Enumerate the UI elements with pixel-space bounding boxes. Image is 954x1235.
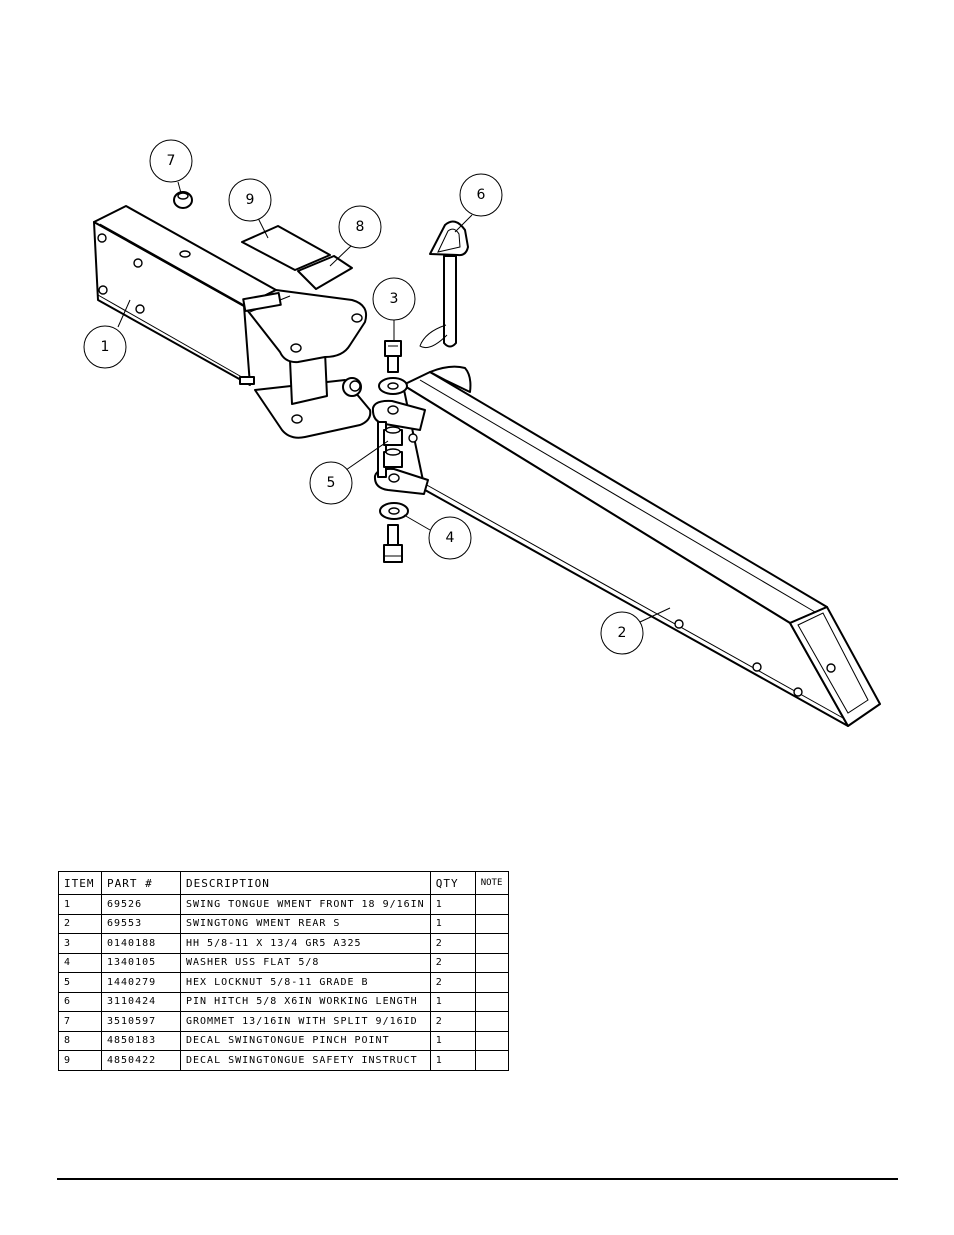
svg-text:7: 7 <box>167 153 176 169</box>
balloon-6: 6 <box>459 173 503 217</box>
svg-text:3: 3 <box>390 291 399 307</box>
cell-item: 7 <box>58 1011 102 1032</box>
front-tongue-weldment <box>93 205 372 439</box>
cell-note <box>474 1030 509 1051</box>
col-header-description: DESCRIPTION <box>180 871 431 895</box>
cell-qty: 1 <box>429 991 476 1012</box>
cell-part: 3110424 <box>101 991 181 1012</box>
cell-qty: 1 <box>429 1050 476 1071</box>
decal-pinch-point <box>297 255 353 290</box>
svg-text:2: 2 <box>618 625 627 641</box>
rear-tongue-weldment <box>371 365 881 727</box>
cell-qty: 1 <box>429 894 476 915</box>
col-header-item: ITEM <box>58 871 102 895</box>
cell-description: DECAL SWINGTONGUE PINCH POINT <box>180 1030 431 1051</box>
cell-description: DECAL SWINGTONGUE SAFETY INSTRUCT <box>180 1050 431 1071</box>
hex-bolt-upper <box>384 340 402 373</box>
cell-item: 8 <box>58 1030 102 1051</box>
cell-note <box>474 894 509 915</box>
hex-bolt-lower <box>383 524 403 563</box>
cell-note <box>474 972 509 993</box>
cell-description: HH 5/8-11 X 13/4 GR5 A325 <box>180 933 431 954</box>
svg-text:9: 9 <box>246 192 255 208</box>
balloon-5: 5 <box>309 461 353 505</box>
col-header-qty: QTY <box>429 871 476 895</box>
cell-note <box>474 952 509 973</box>
balloon-1: 1 <box>83 325 127 369</box>
hitch-pin <box>419 220 469 349</box>
balloon-9: 9 <box>228 178 272 222</box>
washer-upper <box>378 377 408 395</box>
cell-item: 4 <box>58 952 102 973</box>
cell-part: 4850422 <box>101 1050 181 1071</box>
cell-note <box>474 933 509 954</box>
cell-item: 3 <box>58 933 102 954</box>
cell-note <box>474 913 509 934</box>
balloon-3: 3 <box>372 277 416 321</box>
cell-part: 4850183 <box>101 1030 181 1051</box>
cell-description: SWING TONGUE WMENT FRONT 18 9/16IN <box>180 894 431 915</box>
cell-item: 2 <box>58 913 102 934</box>
exploded-assembly-drawing: 1 2 3 4 5 6 7 8 9 <box>83 139 881 727</box>
hex-locknut-upper <box>383 426 403 446</box>
hex-locknut-lower <box>383 448 403 468</box>
cell-qty: 2 <box>429 952 476 973</box>
footer-rule <box>57 1178 898 1180</box>
cell-qty: 1 <box>429 913 476 934</box>
cell-part: 1440279 <box>101 972 181 993</box>
cell-part: 69526 <box>101 894 181 915</box>
cell-note <box>474 991 509 1012</box>
cell-item: 5 <box>58 972 102 993</box>
bom-header-row: ITEM PART # DESCRIPTION QTY NOTE <box>58 871 509 895</box>
cell-qty: 2 <box>429 1011 476 1032</box>
cell-qty: 2 <box>429 972 476 993</box>
cell-part: 1340105 <box>101 952 181 973</box>
balloon-7: 7 <box>149 139 193 183</box>
cell-item: 9 <box>58 1050 102 1071</box>
balloon-4: 4 <box>428 516 472 560</box>
cell-description: HEX LOCKNUT 5/8-11 GRADE B <box>180 972 431 993</box>
washer-lower <box>379 502 409 520</box>
cell-part: 69553 <box>101 913 181 934</box>
cell-item: 1 <box>58 894 102 915</box>
cell-description: SWINGTONG WMENT REAR S <box>180 913 431 934</box>
balloon-8: 8 <box>338 205 382 249</box>
cell-item: 6 <box>58 991 102 1012</box>
balloon-2: 2 <box>600 611 644 655</box>
cell-part: 0140188 <box>101 933 181 954</box>
svg-text:6: 6 <box>477 187 486 203</box>
cell-description: GROMMET 13/16IN WITH SPLIT 9/16ID <box>180 1011 431 1032</box>
cell-note <box>474 1011 509 1032</box>
cell-qty: 1 <box>429 1030 476 1051</box>
grommet <box>173 191 193 209</box>
decal-safety-instruct <box>241 225 331 271</box>
cell-qty: 2 <box>429 933 476 954</box>
cell-description: WASHER USS FLAT 5/8 <box>180 952 431 973</box>
col-header-part: PART # <box>101 871 181 895</box>
cell-note <box>474 1050 509 1071</box>
cell-description: PIN HITCH 5/8 X6IN WORKING LENGTH <box>180 991 431 1012</box>
col-header-note: NOTE <box>474 871 509 895</box>
svg-text:8: 8 <box>356 219 365 235</box>
svg-text:1: 1 <box>101 339 110 355</box>
cell-part: 3510597 <box>101 1011 181 1032</box>
leader-lines <box>117 181 671 623</box>
svg-text:5: 5 <box>327 475 336 491</box>
svg-text:4: 4 <box>446 530 455 546</box>
